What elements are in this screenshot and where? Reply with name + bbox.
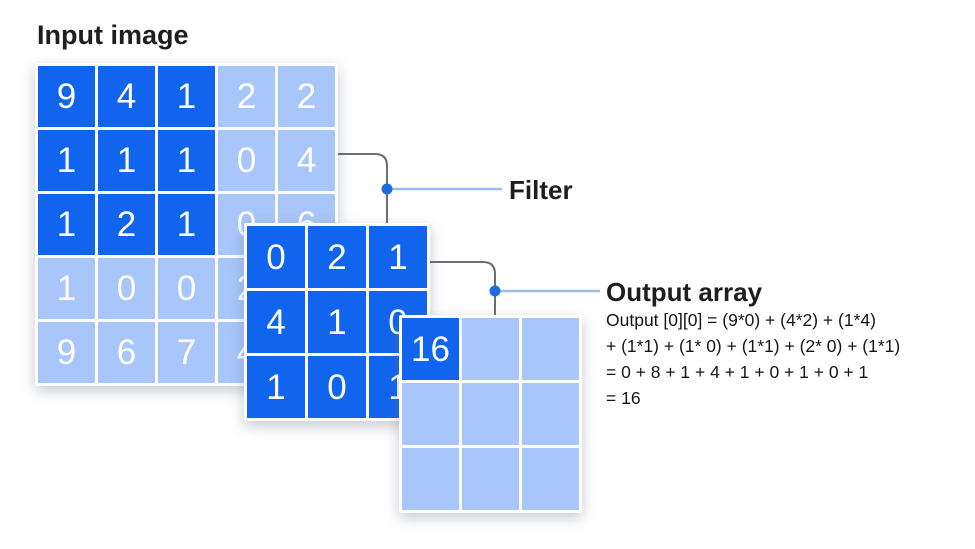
grid-cell xyxy=(522,383,579,445)
grid-cell: 9 xyxy=(38,322,95,383)
output-connector-line xyxy=(427,261,496,318)
grid-cell: 1 xyxy=(247,356,305,418)
grid-cell: 0 xyxy=(218,130,275,191)
output-array-label: Output array xyxy=(606,277,763,307)
output-grid: 16 xyxy=(399,315,582,513)
grid-cell: 4 xyxy=(247,291,305,353)
calc-line-1: Output [0][0] = (9*0) + (4*2) + (1*4) xyxy=(606,310,876,330)
grid-cell: 1 xyxy=(38,258,95,319)
filter-callout-dot xyxy=(381,183,393,195)
input-image-title: Input image xyxy=(37,20,189,50)
calc-line-4: = 16 xyxy=(606,388,641,408)
grid-cell: 4 xyxy=(278,130,335,191)
grid-cell: 2 xyxy=(278,66,335,127)
grid-cell xyxy=(402,448,459,510)
grid-cell: 0 xyxy=(247,226,305,288)
grid-cell: 1 xyxy=(98,130,155,191)
grid-cell: 2 xyxy=(308,226,366,288)
filter-label: Filter xyxy=(509,175,573,205)
grid-cell: 1 xyxy=(158,66,215,127)
grid-cell: 1 xyxy=(38,194,95,255)
grid-cell: 9 xyxy=(38,66,95,127)
grid-cell: 1 xyxy=(308,291,366,353)
grid-cell: 2 xyxy=(218,66,275,127)
grid-cell xyxy=(462,383,519,445)
grid-cell: 0 xyxy=(158,258,215,319)
calc-line-2: + (1*1) + (1* 0) + (1*1) + (2* 0) + (1*1… xyxy=(606,336,901,356)
output-calculation: Output [0][0] = (9*0) + (4*2) + (1*4) + … xyxy=(606,307,900,411)
grid-cell: 1 xyxy=(158,130,215,191)
grid-cell: 0 xyxy=(98,258,155,319)
grid-cell xyxy=(462,448,519,510)
grid-cell: 1 xyxy=(158,194,215,255)
grid-cell: 7 xyxy=(158,322,215,383)
grid-cell: 1 xyxy=(38,130,95,191)
calc-line-3: = 0 + 8 + 1 + 4 + 1 + 0 + 1 + 0 + 1 xyxy=(606,362,869,382)
grid-cell: 0 xyxy=(308,356,366,418)
grid-cell xyxy=(522,318,579,380)
grid-cell: 6 xyxy=(98,322,155,383)
output-callout-dot xyxy=(489,285,501,297)
grid-cell: 2 xyxy=(98,194,155,255)
grid-cell: 1 xyxy=(369,226,427,288)
grid-cell xyxy=(522,448,579,510)
filter-connector-line xyxy=(337,153,388,226)
grid-cell xyxy=(402,383,459,445)
grid-cell: 4 xyxy=(98,66,155,127)
grid-cell: 16 xyxy=(402,318,459,380)
grid-cell xyxy=(462,318,519,380)
